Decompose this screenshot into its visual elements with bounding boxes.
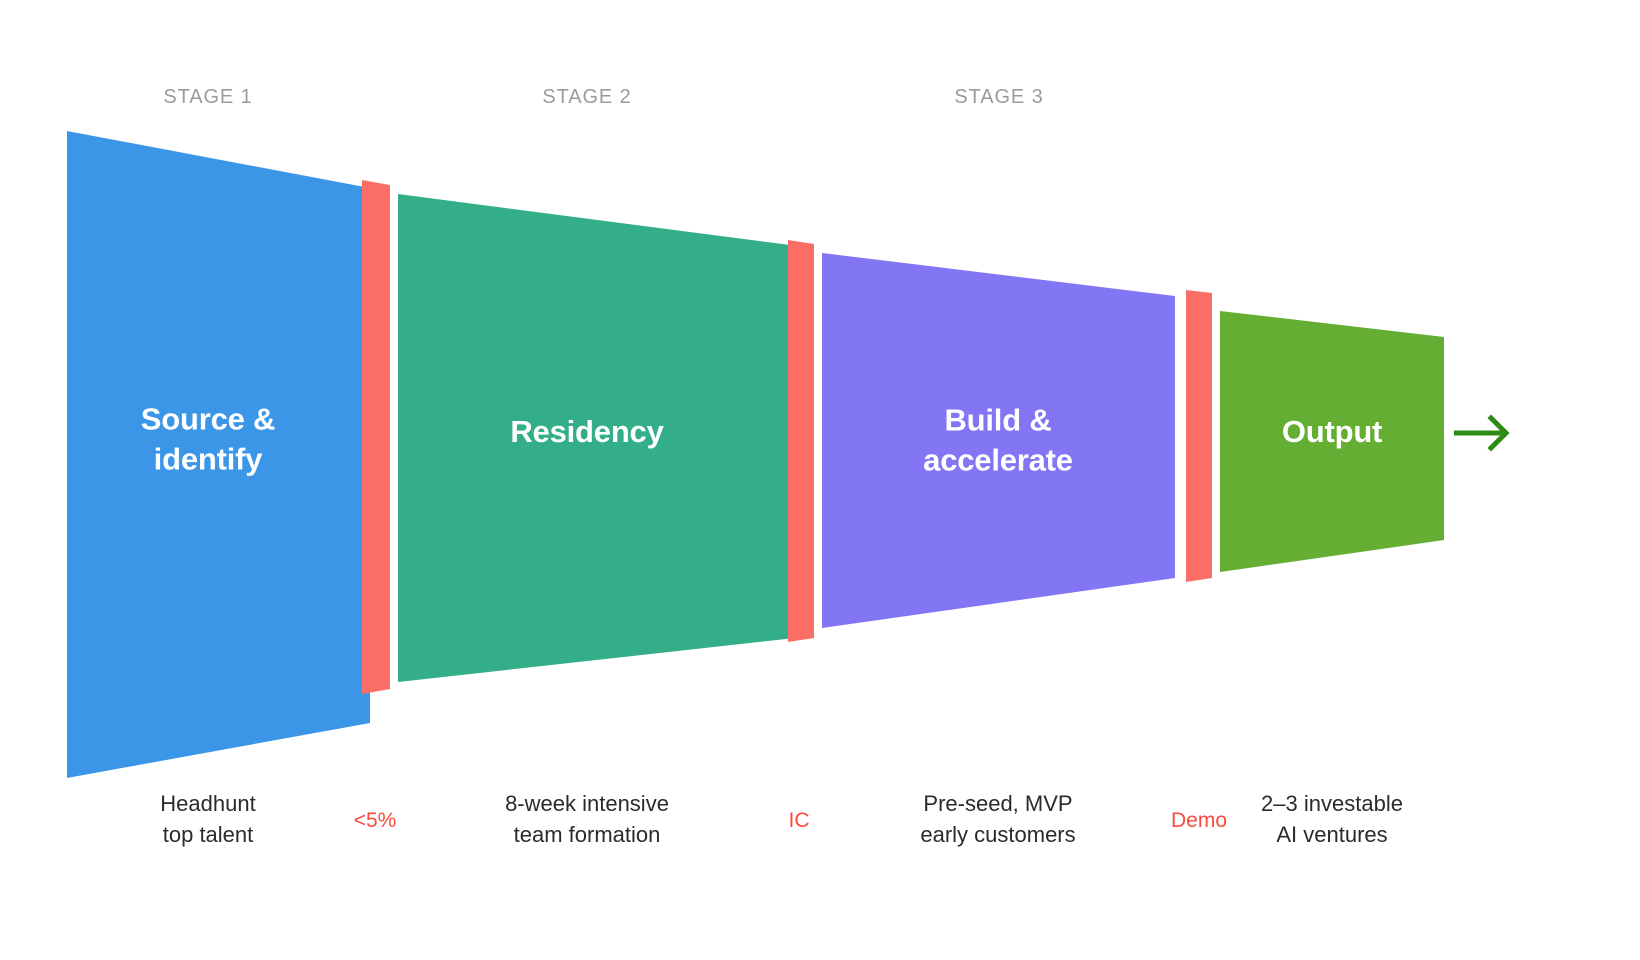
caption-residency: 8-week intensive team formation	[505, 791, 669, 848]
caption-gate-ic: IC	[788, 809, 810, 832]
caption-output: 2–3 investable AI ventures	[1261, 791, 1403, 848]
caption-gate-demo: Demo	[1170, 809, 1228, 832]
stage-label-1: STAGE 1	[163, 86, 253, 108]
caption-source-identify: Headhunt top talent	[160, 791, 256, 848]
caption-build-accelerate: Pre-seed, MVP early customers	[920, 791, 1076, 848]
funnel-gate-demo-bar[interactable]	[1186, 290, 1212, 582]
caption-gate-conversion: <5%	[353, 809, 397, 832]
funnel-gate-conversion-bar[interactable]	[362, 180, 390, 694]
stage-label-3: STAGE 3	[954, 86, 1044, 108]
stage-label-2: STAGE 2	[542, 86, 632, 108]
funnel-block-build-accelerate[interactable]	[822, 253, 1175, 628]
funnel-block-output[interactable]	[1220, 311, 1444, 572]
funnel-block-residency[interactable]	[398, 194, 813, 682]
funnel-block-source-identify[interactable]	[67, 131, 370, 778]
funnel-gate-ic-bar[interactable]	[788, 240, 814, 642]
output-arrow-icon	[1454, 414, 1510, 452]
